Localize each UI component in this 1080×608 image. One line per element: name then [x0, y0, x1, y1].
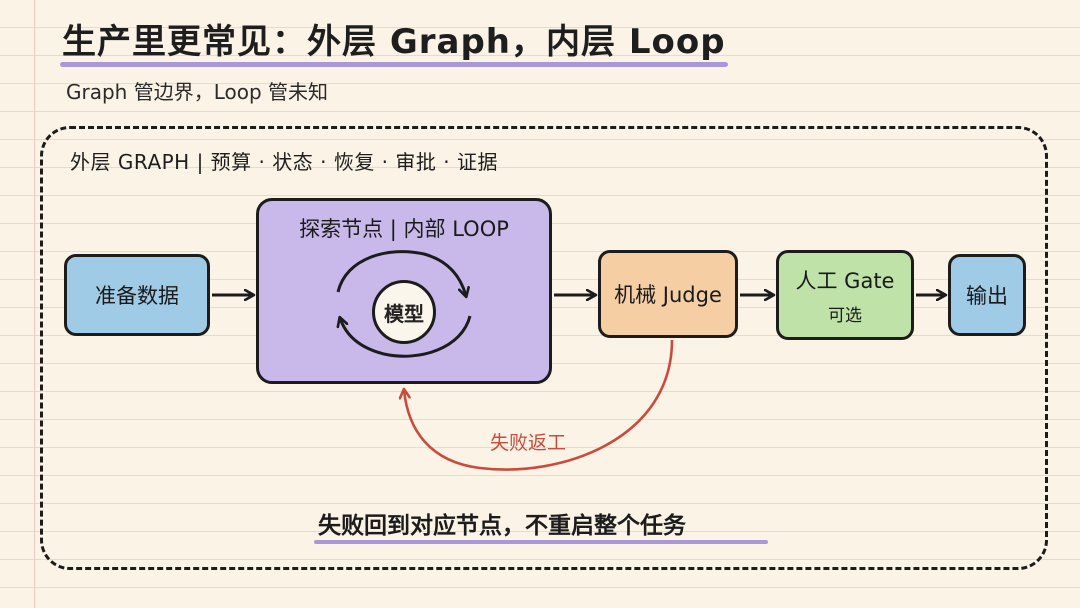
model-label: 模型 — [384, 301, 424, 326]
explore-node-label: 探索节点 | 内部 LOOP — [299, 217, 509, 241]
judge-node: 机械 Judge — [598, 250, 738, 338]
human-gate-label: 人工 Gate — [795, 268, 895, 293]
judge-label: 机械 Judge — [614, 283, 722, 307]
output-label: 输出 — [966, 284, 1008, 308]
page-title: 生产里更常见：外层 Graph，内层 Loop — [62, 22, 726, 62]
footer-note: 失败回到对应节点，不重启整个任务 — [318, 513, 686, 539]
output-node: 输出 — [948, 254, 1026, 336]
prepare-data-label: 准备数据 — [95, 284, 179, 308]
page-subtitle: Graph 管边界，Loop 管未知 — [66, 80, 329, 104]
title-underline — [60, 62, 728, 67]
notebook-margin-line — [34, 0, 35, 608]
human-gate-optional-label: 可选 — [828, 305, 862, 326]
rework-label: 失败返工 — [490, 432, 567, 454]
footer-underline — [314, 540, 768, 544]
outer-graph-label: 外层 GRAPH | 预算 · 状态 · 恢复 · 审批 · 证据 — [70, 150, 498, 174]
outer-graph-frame — [40, 126, 1048, 570]
prepare-data-node: 准备数据 — [64, 254, 210, 336]
human-gate-node: 人工 Gate 可选 — [776, 250, 914, 340]
model-circle: 模型 — [372, 280, 436, 344]
